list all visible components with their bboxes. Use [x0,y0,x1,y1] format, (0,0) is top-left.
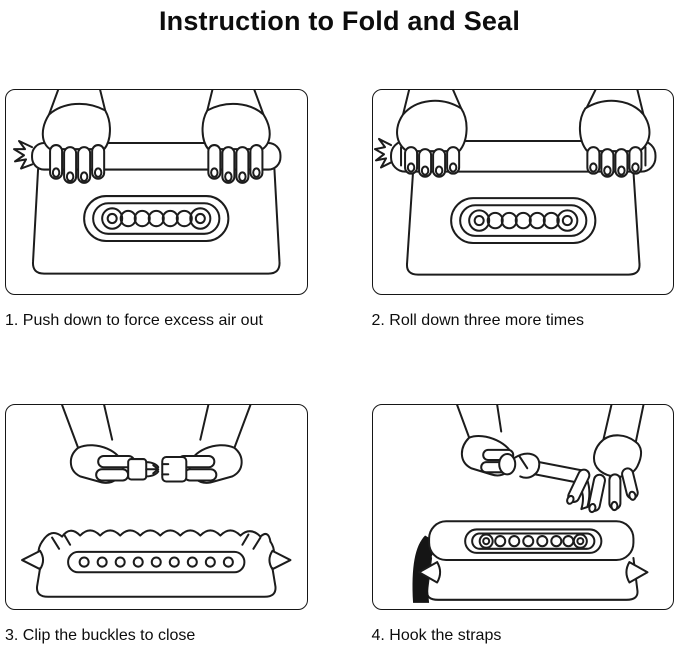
bag-body [405,170,640,276]
buckle-oval-inner [470,532,595,551]
step-2: 2. Roll down three more times [371,89,674,330]
step-3-panel [5,404,308,611]
buckle-oval-outer [83,195,230,243]
crumpled-end [373,137,392,169]
rolled-top [427,520,634,562]
right-hand [565,405,644,514]
push-air-out-illustration [13,90,282,275]
left-hand [41,90,111,184]
step-3: 3. Clip the buckles to close [5,404,308,645]
hook-straps-illustration [412,405,648,604]
buckle-oval-outer [463,528,602,555]
right-side-loop [268,550,292,571]
male-buckle [127,458,160,481]
crumpled-end [13,140,34,170]
page-title: Instruction to Fold and Seal [158,6,521,36]
step-1-panel [5,89,308,296]
left-hand [61,405,136,485]
left-side-loop [21,550,45,571]
left-hand [395,90,468,178]
snap-hook [497,452,540,479]
bag-body [31,168,281,275]
right-hand [201,90,271,184]
buckle-oval-outer [449,197,596,245]
buckle-oval-inner [92,202,221,235]
step-2-panel [371,89,674,296]
steps-grid: 1. Push down to force excess air out [0,89,679,645]
right-side-loop [624,561,648,584]
rolled-bag [21,529,292,599]
right-hand [177,405,252,485]
left-side-loop [417,561,441,584]
hook-strap [533,461,590,511]
buckle-oval-inner [458,204,587,237]
roll-down-illustration [373,90,656,276]
step-4: 4. Hook the straps [371,404,674,645]
step-2-caption: 2. Roll down three more times [371,312,585,330]
step-1-caption: 1. Push down to force excess air out [5,312,263,330]
step-4-caption: 4. Hook the straps [371,627,502,645]
clip-buckles-illustration [21,405,292,599]
step-4-panel [371,404,674,611]
female-buckle [161,456,188,483]
right-hand [578,90,650,178]
step-1: 1. Push down to force excess air out [5,89,308,330]
bag-body [425,557,638,602]
step-3-caption: 3. Clip the buckles to close [5,627,196,645]
